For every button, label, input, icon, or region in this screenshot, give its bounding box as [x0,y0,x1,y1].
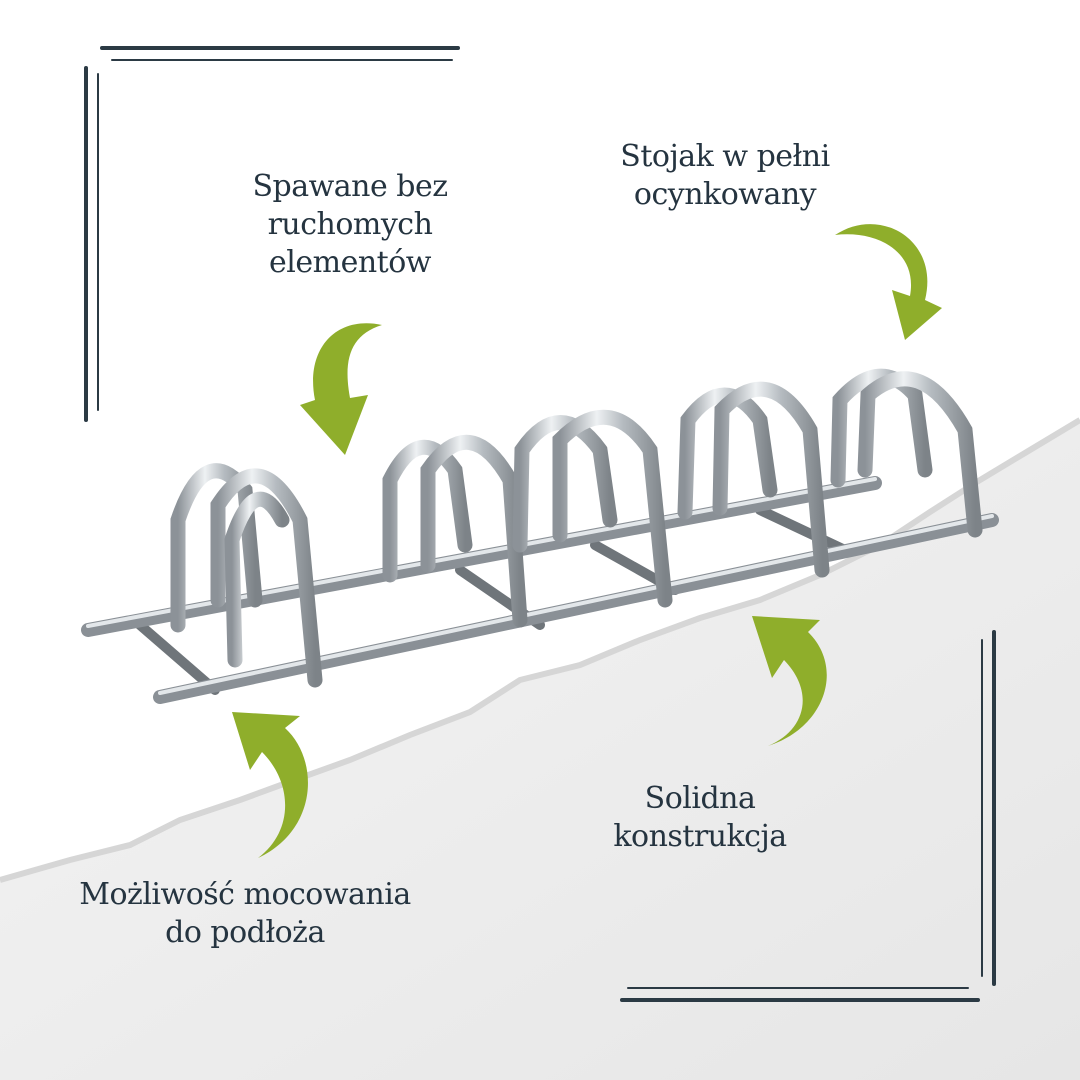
callout-mounting-line-1: Możliwość mocowania [79,877,411,912]
callout-galvanized-line-1: Stojak w pełni [620,139,830,174]
frame-corner-top-left [84,46,460,422]
callout-welded-line-3: elementów [269,245,431,280]
callout-solid-line-1: Solidna [644,781,756,816]
frame-corner-bottom-right [620,630,996,1002]
torn-paper-edge [0,417,1080,883]
callout-welded: Spawane bez ruchomych elementów [230,168,470,282]
callout-solid: Solidna konstrukcja [600,780,800,856]
callout-solid-line-2: konstrukcja [613,819,787,854]
callout-welded-line-2: ruchomych [267,207,433,242]
curved-arrow-icon [752,616,827,746]
callout-mounting: Możliwość mocowania do podłoża [60,876,430,952]
callout-welded-line-1: Spawane bez [252,169,448,204]
curved-arrow-icon [232,712,308,858]
callout-galvanized: Stojak w pełni ocynkowany [600,138,850,214]
curved-arrow-icon [300,323,382,455]
callout-galvanized-line-2: ocynkowany [633,177,817,212]
curved-arrow-icon [835,224,942,340]
torn-paper-background [0,420,1080,1080]
bike-rack-illustration [81,368,999,704]
callout-mounting-line-2: do podłoża [165,915,325,950]
